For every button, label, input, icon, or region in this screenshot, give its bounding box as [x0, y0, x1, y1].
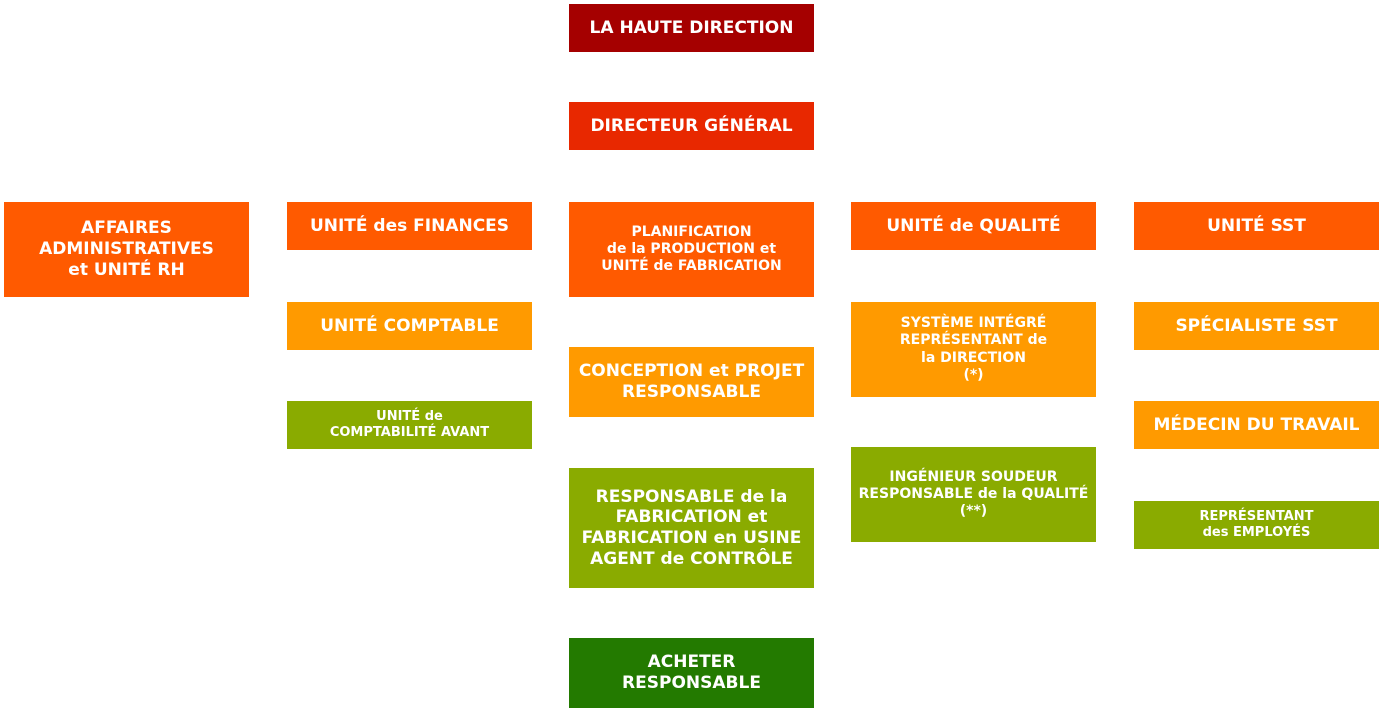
node-label: RESPONSABLE de la FABRICATION et FABRICA… [581, 486, 802, 569]
node-label: LA HAUTE DIRECTION [589, 17, 794, 38]
node-unite-sst: UNITÉ SST [1134, 202, 1379, 250]
node-acheter-responsable: ACHETER RESPONSABLE [569, 638, 814, 708]
node-systeme-integre: SYSTÈME INTÉGRÉ REPRÉSENTANT de la DIREC… [851, 302, 1096, 397]
node-label: UNITÉ COMPTABLE [320, 315, 499, 336]
node-representant-employes: REPRÉSENTANT des EMPLOYÉS [1134, 501, 1379, 549]
node-planification-production: PLANIFICATION de la PRODUCTION et UNITÉ … [569, 202, 814, 297]
node-medecin-travail: MÉDECIN DU TRAVAIL [1134, 401, 1379, 449]
node-label: CONCEPTION et PROJET RESPONSABLE [578, 361, 805, 402]
node-label: MÉDECIN DU TRAVAIL [1153, 414, 1360, 435]
node-unite-finances: UNITÉ des FINANCES [287, 202, 532, 250]
node-unite-comptabilite-avant: UNITÉ de COMPTABILITÉ AVANT [287, 401, 532, 449]
node-label: SYSTÈME INTÉGRÉ REPRÉSENTANT de la DIREC… [899, 315, 1048, 383]
node-label: UNITÉ de QUALITÉ [886, 215, 1061, 236]
node-affaires-administratives: AFFAIRES ADMINISTRATIVES et UNITÉ RH [4, 202, 249, 297]
node-unite-qualite: UNITÉ de QUALITÉ [851, 202, 1096, 250]
node-specialiste-sst: SPÉCIALISTE SST [1134, 302, 1379, 350]
node-label: UNITÉ SST [1207, 215, 1306, 236]
node-unite-comptable: UNITÉ COMPTABLE [287, 302, 532, 350]
node-haute-direction: LA HAUTE DIRECTION [569, 4, 814, 52]
node-label: UNITÉ de COMPTABILITÉ AVANT [329, 409, 490, 440]
node-ingenieur-soudeur: INGÉNIEUR SOUDEUR RESPONSABLE de la QUAL… [851, 447, 1096, 542]
node-label: SPÉCIALISTE SST [1175, 315, 1338, 336]
node-label: DIRECTEUR GÉNÉRAL [590, 115, 793, 136]
node-conception-projet: CONCEPTION et PROJET RESPONSABLE [569, 347, 814, 417]
node-responsable-fabrication: RESPONSABLE de la FABRICATION et FABRICA… [569, 468, 814, 588]
node-label: INGÉNIEUR SOUDEUR RESPONSABLE de la QUAL… [858, 468, 1089, 520]
node-label: PLANIFICATION de la PRODUCTION et UNITÉ … [601, 223, 782, 275]
node-label: REPRÉSENTANT des EMPLOYÉS [1199, 509, 1314, 540]
node-label: AFFAIRES ADMINISTRATIVES et UNITÉ RH [39, 218, 214, 280]
node-label: UNITÉ des FINANCES [309, 215, 510, 236]
node-label: ACHETER RESPONSABLE [622, 652, 761, 693]
node-directeur-general: DIRECTEUR GÉNÉRAL [569, 102, 814, 150]
